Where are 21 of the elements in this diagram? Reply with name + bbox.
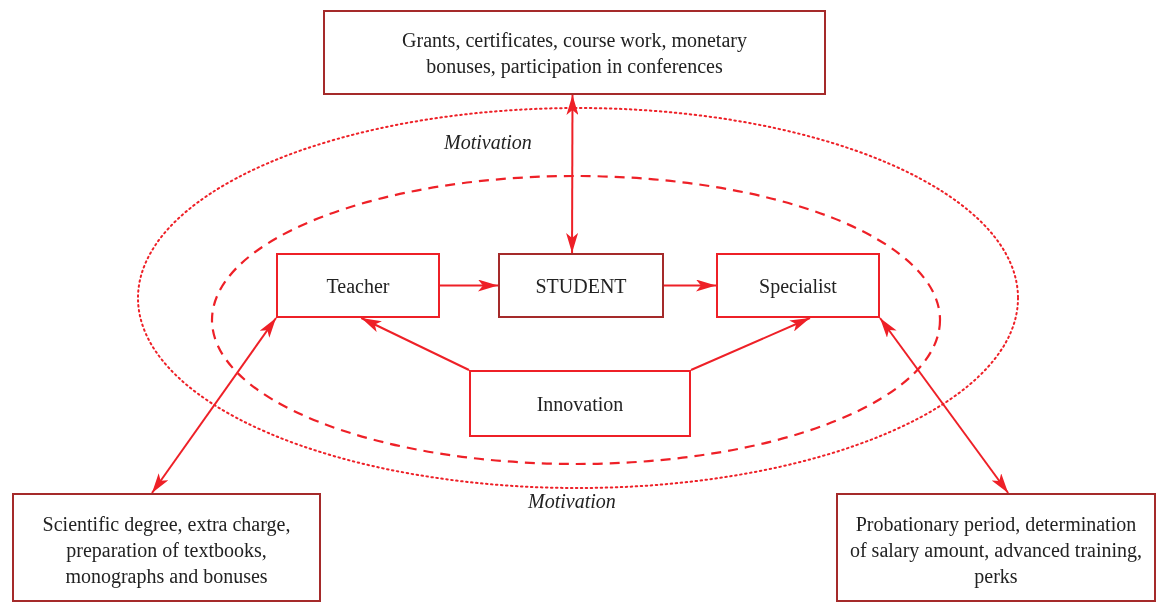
box-text: Teacher [326, 273, 390, 299]
text-box [469, 370, 691, 437]
text-box [836, 493, 1156, 602]
box-text: Grants, certificates, course work, monetary bonuses, participation in conferences [401, 27, 748, 79]
arrow [566, 94, 579, 254]
text-box [323, 10, 826, 95]
arrow [439, 279, 499, 292]
box-text: Scientific degree, extra charge, preparation of textbooks, monographs and bonuses [41, 512, 292, 589]
arrow [151, 317, 277, 494]
text-box [12, 493, 321, 602]
box-text: Innovation [536, 391, 624, 417]
box-text: Probationary period, determination of salary amount, advanced training, perks [848, 512, 1144, 589]
arrow [879, 317, 1010, 494]
text-box [498, 253, 664, 318]
box-text: Specialist [759, 273, 837, 299]
arrow [690, 317, 811, 371]
text-box [716, 253, 880, 318]
arrow [663, 279, 717, 292]
text-box [276, 253, 440, 318]
box-text: STUDENT [535, 273, 627, 299]
arrow [360, 317, 470, 371]
